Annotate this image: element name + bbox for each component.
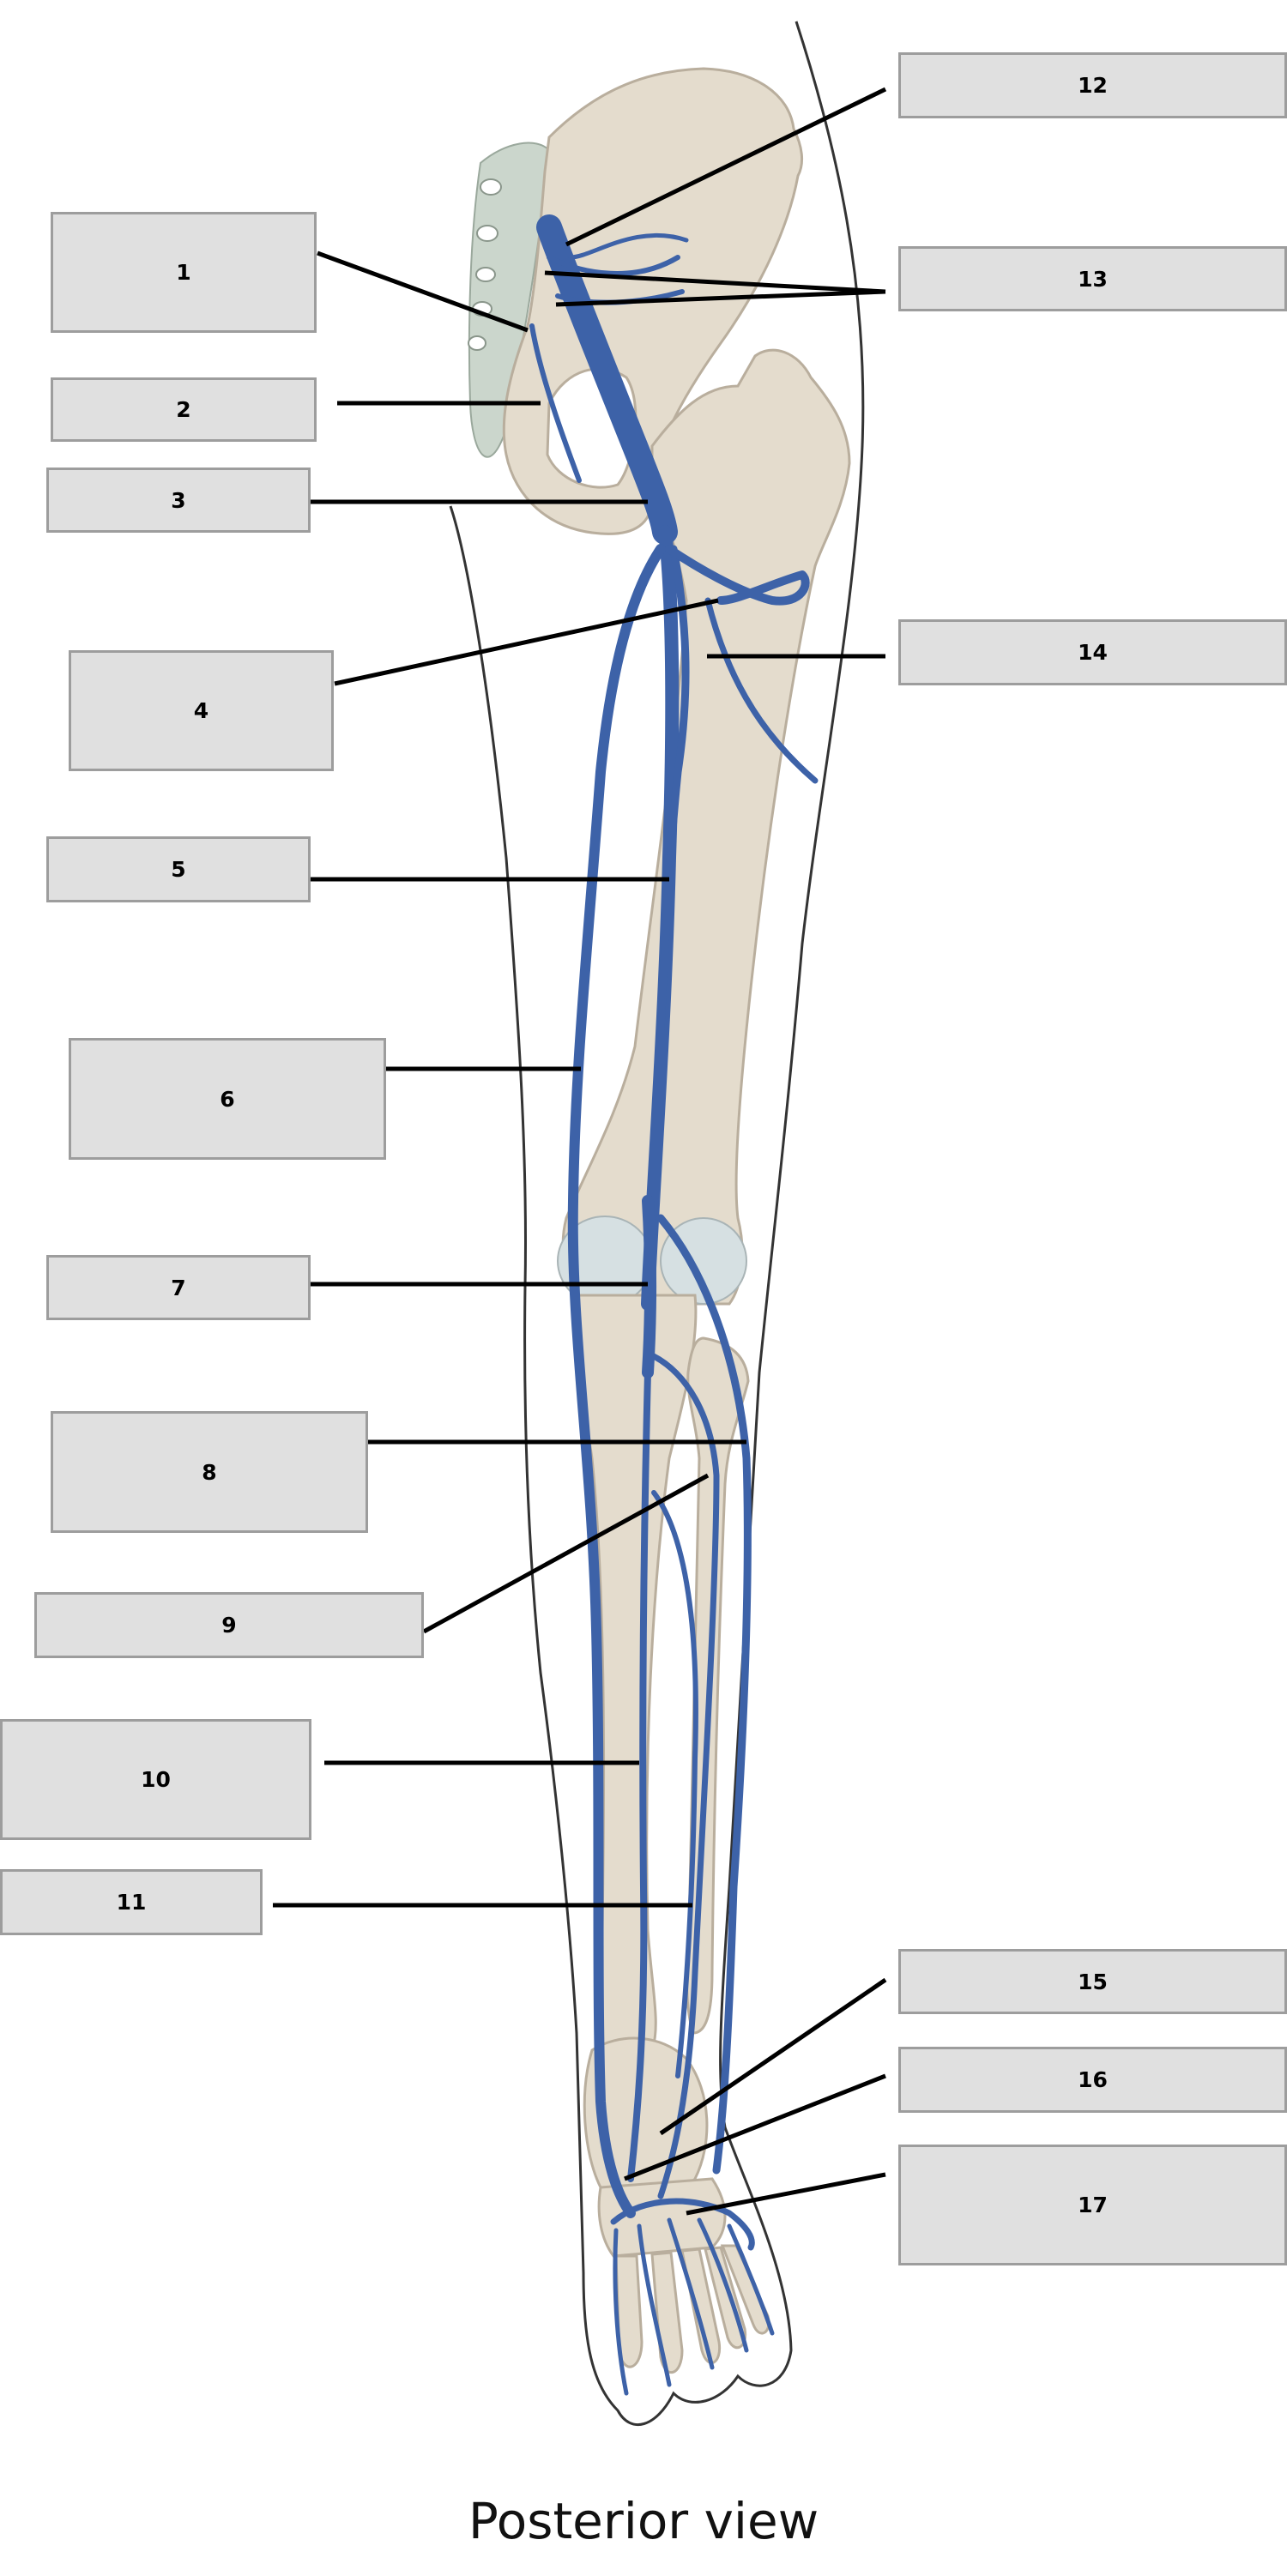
label-number: 11 [116,1890,147,1915]
digital-vein-3 [667,2217,715,2370]
obturator-vein [529,323,582,483]
label-box-12[interactable]: 12 [898,52,1287,118]
label-number: 3 [171,487,186,513]
label-number: 7 [171,1275,186,1300]
label-box-16[interactable]: 16 [898,2047,1287,2113]
label-number: 10 [141,1767,171,1792]
label-number: 1 [176,260,191,285]
label-box-9[interactable]: 9 [34,1592,424,1658]
posterior-tibial-vein [627,1369,651,2182]
leader-15 [659,1977,887,2136]
label-number: 12 [1078,73,1108,98]
label-number: 8 [202,1459,217,1485]
leader-12 [565,87,887,247]
label-box-11[interactable]: 11 [0,1869,263,1935]
label-number: 9 [221,1613,237,1638]
view-caption: Posterior view [468,2492,819,2550]
label-box-3[interactable]: 3 [46,468,311,533]
leader-lines [273,87,887,2216]
label-number: 17 [1078,2193,1108,2217]
digital-vein-1 [613,2228,629,2396]
anterior-tibial-vein [649,1352,720,2199]
digital-vein-5 [727,2223,775,2336]
great-saphenous-vein [567,544,666,2218]
label-number: 4 [193,698,209,723]
descending-branch-vein [704,597,819,784]
leader-13a [544,270,886,294]
label-box-13[interactable]: 13 [898,246,1287,311]
gluteal-vein-c [568,233,689,260]
label-box-6[interactable]: 6 [69,1038,386,1160]
iliac-vein [536,214,678,545]
leader-9 [422,1473,710,1634]
veins [529,214,819,2396]
foot-bones [583,2036,770,2374]
leader-13b [555,289,886,307]
label-number: 13 [1078,266,1108,292]
label-number: 16 [1078,2067,1108,2092]
leader-17 [686,2172,886,2216]
small-saphenous-vein [656,1214,752,2175]
digital-vein-4 [697,2217,749,2353]
leader-1 [317,250,529,333]
label-box-17[interactable]: 17 [898,2145,1287,2265]
lateral-condyle [660,1217,747,1305]
label-number: 15 [1078,1969,1108,1994]
label-number: 5 [171,857,186,882]
label-number: 6 [220,1086,235,1112]
label-number: 14 [1078,640,1108,665]
leader-16 [624,2073,886,2181]
body-outline [449,21,865,2426]
label-box-7[interactable]: 7 [46,1255,311,1320]
gluteal-vein-a [547,255,680,276]
femoral-circumflex-vein [665,545,810,606]
leader-4 [334,598,719,686]
label-box-15[interactable]: 15 [898,1949,1287,2014]
deep-femoral-vein [656,545,690,1034]
label-box-1[interactable]: 1 [51,212,317,333]
label-box-14[interactable]: 14 [898,619,1287,685]
label-number: 2 [176,397,191,422]
label-box-4[interactable]: 4 [69,650,334,771]
label-box-2[interactable]: 2 [51,377,317,442]
digital-vein-2 [637,2223,672,2387]
label-box-8[interactable]: 8 [51,1411,368,1533]
fibular-vein [651,1490,698,2078]
popliteal-vein [642,1195,657,1378]
label-box-5[interactable]: 5 [46,836,311,902]
femur [561,348,851,1306]
label-box-10[interactable]: 10 [0,1719,311,1840]
